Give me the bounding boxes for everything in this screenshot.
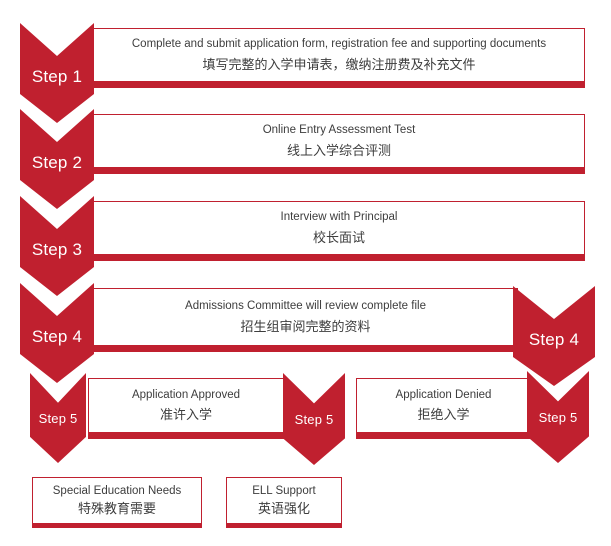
- step1-arrow-icon: Step 1: [20, 23, 94, 123]
- step1-text-zh: 填写完整的入学申请表，缴纳注册费及补充文件: [202, 56, 476, 72]
- step4-arrow-icon: Step 4: [20, 283, 94, 383]
- step3-text-en: Interview with Principal: [280, 211, 398, 224]
- step4-label: Step 4: [31, 327, 83, 346]
- step4-text-en: Admissions Committee will review complet…: [185, 300, 426, 313]
- step2-arrow-icon: Step 2: [20, 109, 94, 209]
- step2-label: Step 2: [31, 153, 83, 172]
- step2-text-zh: 线上入学综合评测: [286, 142, 391, 158]
- step5-middle-arrow-icon: Step 5: [283, 373, 345, 465]
- step4-right-arrow-icon: Step 4: [513, 286, 595, 386]
- step4-box: Admissions Committee will review complet…: [93, 288, 518, 352]
- application-approved-box: Application Approved 准许入学: [88, 378, 284, 439]
- step1-box: Complete and submit application form, re…: [93, 28, 585, 88]
- ell-text-en: ELL Support: [252, 484, 316, 497]
- approved-text-zh: 准许入学: [159, 407, 212, 423]
- step1-text-en: Complete and submit application form, re…: [131, 38, 547, 51]
- step4-right-label: Step 4: [528, 330, 580, 349]
- approved-text-en: Application Approved: [131, 388, 241, 401]
- step5-right-label: Step 5: [538, 409, 578, 425]
- step3-box: Interview with Principal 校长面试: [93, 201, 585, 261]
- denied-text-en: Application Denied: [395, 388, 492, 401]
- denied-text-zh: 拒绝入学: [417, 407, 470, 423]
- ell-support-box: ELL Support 英语强化: [226, 477, 342, 528]
- step2-box: Online Entry Assessment Test 线上入学综合评测: [93, 114, 585, 174]
- step5-right-arrow-icon: Step 5: [527, 371, 589, 463]
- step5-middle-label: Step 5: [294, 411, 334, 427]
- step2-text-en: Online Entry Assessment Test: [262, 124, 416, 137]
- step4-text-zh: 招生组审阅完整的资料: [240, 318, 371, 334]
- step5-left-arrow-icon: Step 5: [30, 373, 86, 463]
- step1-label: Step 1: [31, 67, 83, 86]
- step3-arrow-icon: Step 3: [20, 196, 94, 296]
- step3-text-zh: 校长面试: [312, 229, 365, 245]
- application-denied-box: Application Denied 拒绝入学: [356, 378, 531, 439]
- special-education-needs-box: Special Education Needs 特殊教育需要: [32, 477, 202, 528]
- sen-text-en: Special Education Needs: [52, 484, 182, 497]
- sen-text-zh: 特殊教育需要: [77, 501, 156, 517]
- step3-label: Step 3: [31, 240, 83, 259]
- step5-left-label: Step 5: [38, 410, 78, 426]
- ell-text-zh: 英语强化: [257, 501, 310, 517]
